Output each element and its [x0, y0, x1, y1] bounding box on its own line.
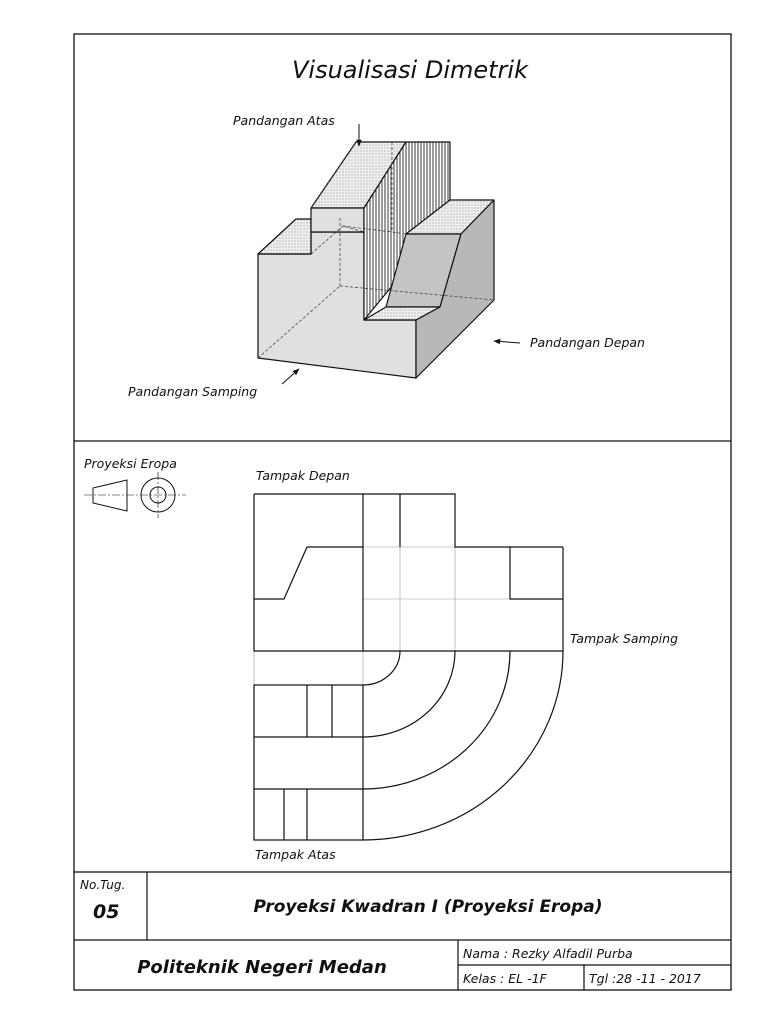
first-angle-projection-symbol [84, 472, 186, 518]
projection-geometry [253, 493, 564, 841]
dimetric-solid [257, 141, 495, 379]
front-view [253, 493, 364, 652]
view-annotations [281, 124, 521, 385]
institution-name: Politeknik Negeri Medan [137, 957, 387, 978]
diagram-title: Visualisasi Dimetrik [292, 56, 529, 84]
right-side-face [415, 199, 495, 379]
label-top-view: Pandangan Atas [233, 113, 335, 128]
label-top: Tampak Atas [255, 847, 336, 862]
left-step-top-face [257, 218, 312, 255]
label-front-view: Pandangan Depan [530, 335, 645, 350]
student-name: Nama : Rezky Alfadil Purba [463, 946, 633, 961]
label-side: Tampak Samping [570, 631, 678, 646]
tall-block-front-face [310, 207, 365, 233]
drawing-date: Tgl :28 -11 - 2017 [589, 971, 701, 986]
side-view [363, 493, 564, 652]
label-front: Tampak Depan [256, 468, 350, 483]
projection-symbol-label: Proyeksi Eropa [84, 456, 177, 471]
task-number: 05 [93, 901, 119, 923]
task-number-label: No.Tug. [80, 878, 125, 892]
hidden-edges [257, 141, 495, 359]
construction-lines [253, 494, 563, 685]
sheet-frame [73, 33, 732, 991]
label-side-view: Pandangan Samping [128, 384, 257, 399]
transfer-arcs [362, 650, 564, 841]
tall-block-side-face [363, 141, 451, 321]
top-view [253, 684, 364, 841]
drawing-title: Proyeksi Kwadran I (Proyeksi Eropa) [253, 897, 602, 917]
student-class: Kelas : EL -1F [463, 971, 548, 986]
title-block-lines [146, 872, 731, 990]
